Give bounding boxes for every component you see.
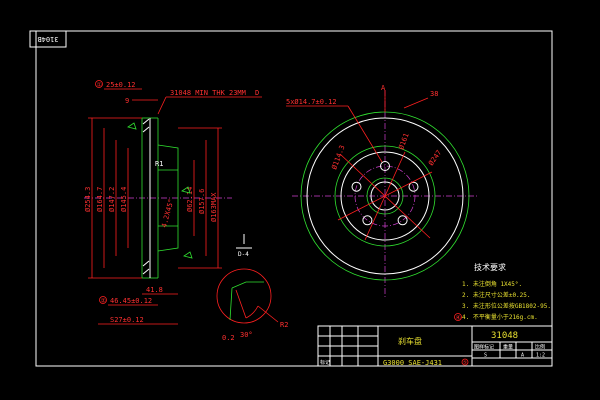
requirement-4-marker: [454, 313, 462, 321]
callout-marker-2: [99, 296, 107, 304]
r1-label: R1: [155, 160, 163, 168]
bolt-hole: [397, 215, 408, 226]
scale-val-1: S: [484, 353, 487, 359]
detail-angle: 30°: [240, 331, 253, 339]
requirements-title: 技术要求: [474, 262, 506, 272]
dia-leader-3: [337, 171, 433, 221]
detail-radius-leader: [257, 305, 279, 323]
material-marker: [461, 358, 469, 366]
technical-requirements: 技术要求 1. 未注倒角 1X45°. 2. 未注尺寸公差±0.25. 3. 未…: [454, 262, 551, 322]
side-view: Ø254.3 Ø164.7 Ø147.2 Ø145.4 Ø62.14 Ø157.…: [84, 80, 262, 325]
detail-circle: [216, 268, 272, 324]
dia-2: Ø147.2: [108, 187, 116, 212]
hat-circle: [334, 145, 436, 247]
bolt-hole: [351, 181, 362, 192]
thk-leader: [157, 96, 167, 115]
callout-top: 25±0.12: [106, 81, 136, 89]
detail-edge-top: [231, 281, 264, 289]
requirement-3: 3. 未注形位公差按GB1802-95.: [462, 302, 551, 310]
front-dia-outer: Ø247: [427, 149, 443, 167]
stamp-code: 3104B: [37, 35, 58, 43]
title-block: 刹车盘 31048 G3000 SAE-J431 ⑤ 图样标记 重量 比例 S …: [317, 325, 553, 367]
section-hatch: [142, 118, 150, 275]
dia-c1: Ø62.14: [186, 187, 194, 212]
sign-label: 标记: [320, 359, 330, 366]
surface-symbol-3: [183, 251, 193, 259]
rotor-hat: [157, 144, 179, 252]
callout-marker-1: [95, 80, 103, 88]
dia-1: Ø164.7: [96, 187, 104, 212]
callout-marker-2-text: ②: [101, 298, 106, 305]
dim-9: 9: [125, 97, 129, 105]
detail-view: 0.2 30° R2: [216, 268, 288, 342]
drawing-number: 31048: [491, 331, 518, 341]
detail-angle-line: [235, 289, 247, 319]
col-header-2: 重量: [503, 344, 513, 351]
bolt-hole: [362, 215, 373, 226]
scale-val-3: 1:2: [536, 353, 545, 359]
leader-a: A: [381, 84, 386, 92]
requirement-4: 4. 不平衡量小于216g.cm.: [462, 313, 538, 321]
stamp-box: [29, 30, 67, 48]
scale-val-2: A: [521, 353, 524, 359]
thk-note: 31048 MIN THK 23MM: [170, 89, 246, 97]
center-bore: [366, 177, 404, 215]
dia-max: Ø163MAX: [210, 192, 218, 222]
callout-marker-1-text: ①: [97, 82, 102, 89]
thk-label-d: D: [255, 89, 259, 97]
detail-dim-02: 0.2: [222, 334, 235, 342]
dia-c2: Ø157.6: [198, 189, 206, 214]
holes-callout: 5xØ14.7±0.12: [286, 98, 337, 106]
drawing-frame: [35, 30, 553, 367]
section-label: D-4: [238, 251, 249, 258]
dia-3: Ø145.4: [120, 187, 128, 212]
chamfer-label: 4.2X45°: [160, 198, 175, 229]
front-dia-inner: Ø161: [397, 132, 410, 151]
col-header-3: 比例: [535, 344, 545, 351]
center-bore-inner: [370, 181, 400, 211]
holes-leader: [347, 105, 383, 163]
bolt-hole: [380, 161, 390, 171]
requirement-4-marker-text: ④: [456, 315, 461, 322]
leader-38-line: [403, 97, 429, 109]
rotor-inner-band: [306, 117, 464, 275]
leader-38: 38: [430, 90, 438, 98]
surface-symbol-1: [127, 122, 137, 130]
bolt-circle: [354, 165, 416, 227]
bolt-hole: [408, 181, 419, 192]
surface-symbol-2: [181, 186, 191, 194]
part-name: 刹车盘: [398, 336, 422, 346]
detail-radius-arc: [245, 305, 259, 319]
dim-41-8: 41.8: [146, 286, 163, 294]
requirement-2: 2. 未注尺寸公差±0.25.: [462, 291, 531, 299]
dia-outer: Ø254.3: [84, 187, 92, 212]
detail-radius: R2: [280, 321, 288, 329]
front-view: 5xØ14.7±0.12 A 38 Ø161 Ø114.3 Ø247: [286, 84, 478, 298]
dim-bottom-2: S27±0.12: [110, 316, 144, 324]
dim-bottom-1: 46.45±0.12: [110, 297, 152, 305]
detail-edge-left: [229, 287, 233, 321]
requirement-1: 1. 未注倒角 1X45°.: [462, 280, 522, 288]
col-header-1: 图样标记: [474, 344, 494, 351]
bolt-holes: [351, 161, 419, 226]
material: G3000 SAE-J431: [383, 359, 442, 367]
hat-inner-circle: [340, 151, 430, 241]
material-marker-text: ⑤: [463, 360, 468, 366]
